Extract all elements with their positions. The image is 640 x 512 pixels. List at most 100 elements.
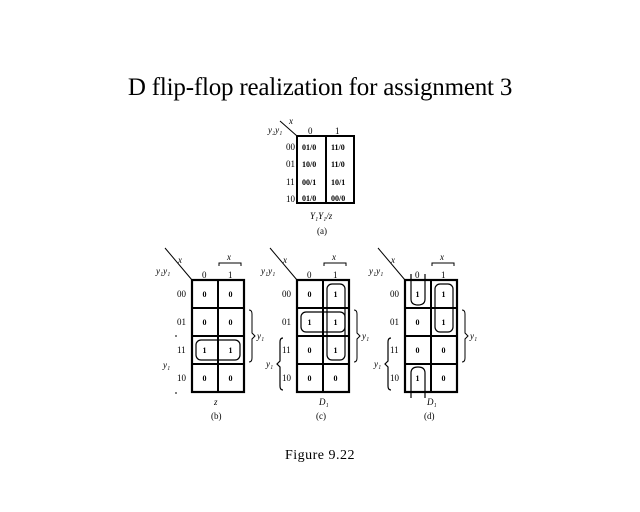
top-brace [431,262,455,266]
grouping-loop [410,366,426,398]
cell-00-1: 1 [442,290,446,299]
map-sublabel: (c) [316,411,326,421]
corner-diagonal [279,120,298,137]
row-header-01: 01 [282,317,291,327]
right-brace-label: y₁ [361,331,369,341]
row-header-11: 11 [177,345,186,355]
cell-00-0: 01/0 [302,143,316,152]
top-brace-label: x [331,252,336,262]
row-header-10: 10 [282,373,292,383]
cell-10-1: 0 [442,374,446,383]
map-output-label: D₁ [426,397,437,407]
cell-10-0: 0 [203,374,207,383]
cell-11-1: 1 [334,346,338,355]
figure-caption: Figure 9.22 [284,448,356,463]
grouping-loop [195,339,241,361]
row-header-01: 01 [390,317,399,327]
row-header-01: 01 [286,159,295,169]
grouping-loop [300,311,346,333]
left-brace-label: y₁ [373,359,381,369]
row-header-00: 00 [282,289,292,299]
cell-11-1: 0 [442,346,446,355]
map-output-label: D₁ [318,397,329,407]
map-a: x y₂y₁ 0 1 00 01 11 10 01/0 11/0 10/0 11… [267,116,355,236]
cell-11-0: 0 [416,346,420,355]
row-header-11: 11 [282,345,291,355]
cell-11-1: 10/1 [331,178,345,187]
top-brace-label: x [226,252,231,262]
cell-10-0: 0 [308,374,312,383]
left-brace [384,337,392,391]
left-brace-label: y₁ [162,360,170,370]
corner-row-vars: y₁y₁ [260,266,275,276]
col-header-0: 0 [308,126,313,136]
corner-row-vars: y₁y₁ [155,266,170,276]
cell-10-0: 01/0 [302,194,316,203]
cell-00-0: 0 [308,290,312,299]
cell-11-0: 0 [308,346,312,355]
cell-01-1: 1 [442,318,446,327]
cell-10-1: 0 [334,374,338,383]
col-header-0: 0 [202,270,207,280]
row-header-00: 00 [177,289,187,299]
row-header-11: 11 [390,345,399,355]
page-title: D flip-flop realization for assignment 3 [127,74,513,101]
cell-01-0: 1 [308,318,312,327]
cell-11-0: 00/1 [302,178,316,187]
col-header-1: 1 [333,270,338,280]
top-brace [323,262,347,266]
cell-01-1: 11/0 [331,160,345,169]
cell-11-0: 1 [203,346,207,355]
corner-diagonal [269,247,298,281]
cell-11-1: 1 [229,346,233,355]
left-brace [276,337,284,391]
col-header-1: 1 [441,270,446,280]
corner-diagonal [164,247,193,281]
row-header-00: 00 [286,142,296,152]
row-header-10: 10 [390,373,400,383]
map-sublabel: (b) [211,411,222,421]
grouping-loop [410,274,426,306]
row-header-10: 10 [286,194,296,204]
cell-00-0: 0 [203,290,207,299]
row-header-01: 01 [177,317,186,327]
row-header-10: 10 [177,373,187,383]
map-output-label: z [213,397,218,407]
cell-01-1: 0 [229,318,233,327]
right-brace [461,309,469,363]
col-header-1: 1 [228,270,233,280]
grouping-loop [434,283,454,333]
corner-diagonal [377,247,406,281]
map-a-output-label: Y₁Y₁/z [310,211,333,221]
right-brace [353,309,361,363]
cell-10-1: 00/0 [331,194,345,203]
col-header-0: 0 [415,270,420,280]
row-header-11: 11 [286,177,295,187]
cell-00-1: 0 [229,290,233,299]
right-brace [248,309,256,363]
col-header-1: 1 [335,126,340,136]
corner-row-vars: y₂y₁ [267,125,282,135]
cell-01-0: 0 [203,318,207,327]
cell-10-0: 1 [416,374,420,383]
map-a-sublabel: (a) [317,226,327,236]
map-sublabel: (d) [424,411,435,421]
left-brace-label: y₁ [265,359,273,369]
cell-01-0: 0 [416,318,420,327]
cell-00-0: 1 [416,290,420,299]
top-brace-label: x [439,252,444,262]
col-header-0: 0 [307,270,312,280]
top-brace [218,262,242,266]
corner-col-var: x [288,116,293,126]
corner-col-var: x [177,255,182,265]
corner-row-vars: y₁y₁ [368,266,383,276]
cell-00-1: 1 [334,290,338,299]
row-header-00: 00 [390,289,400,299]
right-brace-label: y₁ [469,331,477,341]
right-brace-label: y₁ [256,331,264,341]
